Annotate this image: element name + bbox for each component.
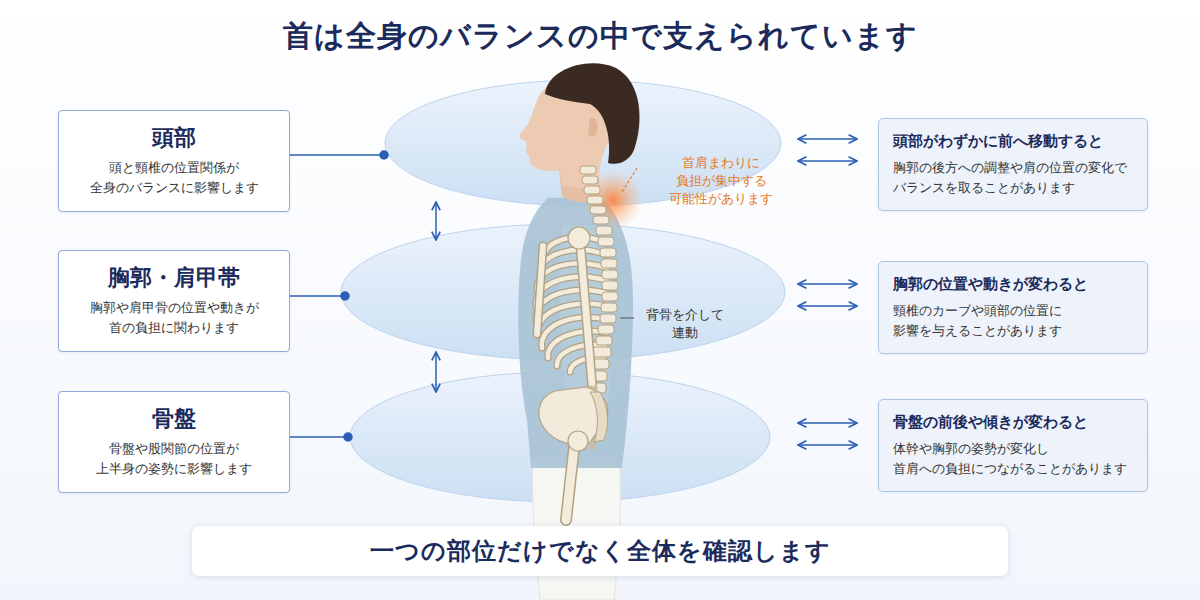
- effect-box: 胸郭の位置や動きが変わると頸椎のカーブや頭部の位置に 影響を与えることがあります: [878, 261, 1148, 354]
- title: 首は全身のバランスの中で支えられています: [0, 16, 1200, 57]
- effect-box: 頭部がわずかに前へ移動すると胸郭の後方への調整や肩の位置の変化で バランスを取る…: [878, 118, 1148, 211]
- spine-note: 背骨を介して 連動: [638, 306, 732, 342]
- leader-line: [620, 318, 634, 319]
- region-box: 骨盤骨盤や股関節の位置が 上半身の姿勢に影響します: [58, 391, 290, 493]
- box-heading: 頭部がわずかに前へ移動すると: [893, 131, 1133, 152]
- box-body: 頭と頸椎の位置関係が 全身のバランスに影響します: [73, 158, 275, 198]
- effect-box: 骨盤の前後や傾きが変わると体幹や胸郭の姿勢が変化し 首肩への負担につながることが…: [878, 399, 1148, 492]
- pointer-lines: [290, 151, 388, 441]
- caption: 一つの部位だけでなく全体を確認します: [370, 535, 831, 567]
- box-body: 胸郭の後方への調整や肩の位置の変化で バランスを取ることがあります: [893, 158, 1133, 198]
- leader-line: [622, 168, 637, 192]
- strain-note: 首肩まわりに 負担が集中する 可能性があります: [660, 154, 782, 208]
- figure: [518, 63, 643, 600]
- double-arrows: [436, 139, 857, 445]
- box-body: 骨盤や股関節の位置が 上半身の姿勢に影響します: [73, 439, 275, 479]
- box-heading: 胸郭の位置や動きが変わると: [893, 274, 1133, 295]
- box-heading: 骨盤: [73, 405, 275, 434]
- region-box: 胸郭・肩甲帯胸郭や肩甲骨の位置や動きが 首の負担に関わります: [58, 250, 290, 352]
- box-heading: 頭部: [73, 124, 275, 153]
- box-body: 頸椎のカーブや頭部の位置に 影響を与えることがあります: [893, 301, 1133, 341]
- box-heading: 胸郭・肩甲帯: [73, 264, 275, 293]
- caption-banner: 一つの部位だけでなく全体を確認します: [192, 526, 1008, 576]
- box-body: 胸郭や肩甲骨の位置や動きが 首の負担に関わります: [73, 298, 275, 338]
- box-body: 体幹や胸郭の姿勢が変化し 首肩への負担につながることがあります: [893, 439, 1133, 479]
- region-box: 頭部頭と頸椎の位置関係が 全身のバランスに影響します: [58, 110, 290, 212]
- box-heading: 骨盤の前後や傾きが変わると: [893, 412, 1133, 433]
